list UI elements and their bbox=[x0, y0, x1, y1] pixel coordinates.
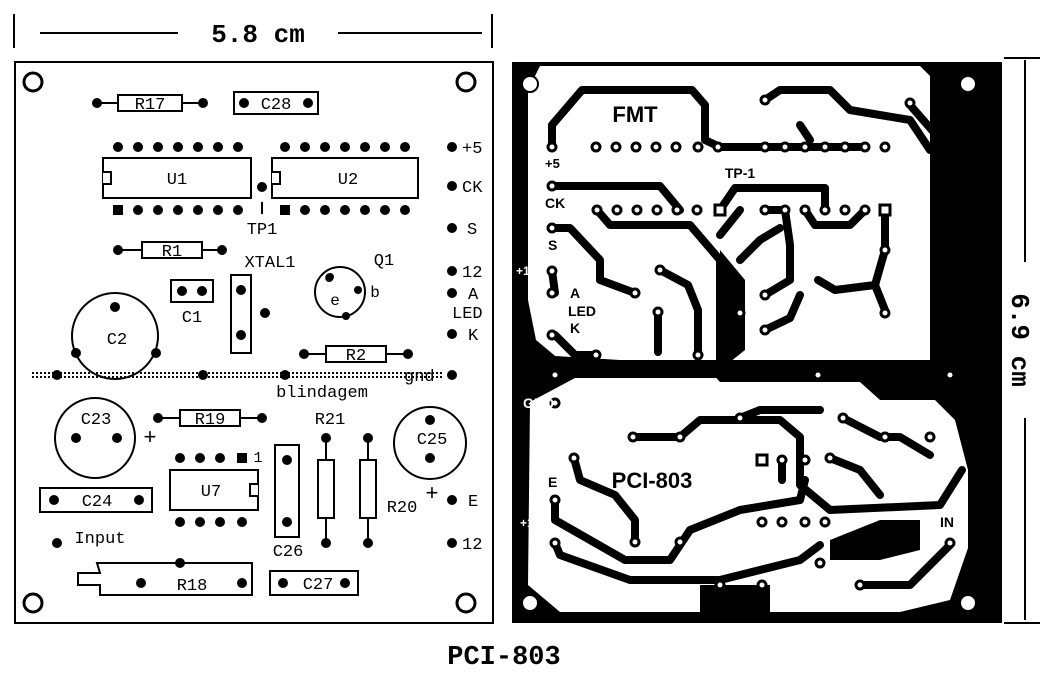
capacitor-c28: C28 bbox=[233, 91, 319, 115]
height-label: 6.9 cm bbox=[1004, 293, 1034, 387]
connector-pads: +5 CK S 12 A LED K gnd E 12 bbox=[404, 140, 483, 555]
svg-text:+5: +5 bbox=[462, 140, 482, 159]
mounting-hole bbox=[521, 75, 539, 93]
svg-text:CK: CK bbox=[545, 195, 565, 211]
svg-text:R1: R1 bbox=[162, 243, 182, 262]
svg-text:R18: R18 bbox=[177, 577, 208, 596]
mounting-hole bbox=[455, 592, 477, 614]
svg-text:U7: U7 bbox=[201, 483, 221, 502]
fmt-label: FMT bbox=[612, 102, 658, 127]
svg-text:c: c bbox=[324, 269, 334, 287]
svg-text:E: E bbox=[468, 493, 478, 512]
svg-text:S: S bbox=[467, 221, 477, 240]
resistor-r2: R2 bbox=[299, 345, 413, 366]
svg-text:12: 12 bbox=[462, 264, 482, 283]
resistor-r21: R21 bbox=[315, 411, 346, 548]
svg-text:b: b bbox=[370, 284, 380, 302]
mounting-hole bbox=[22, 71, 44, 93]
svg-text:IN: IN bbox=[940, 514, 954, 530]
copper-traces bbox=[548, 86, 966, 589]
svg-text:TP1: TP1 bbox=[247, 221, 278, 240]
tp-1-label: TP-1 bbox=[725, 165, 756, 181]
crystal-xtal1: XTAL1 bbox=[230, 254, 296, 354]
svg-text:A: A bbox=[468, 286, 479, 305]
svg-text:+: + bbox=[425, 482, 438, 507]
svg-text:R17: R17 bbox=[135, 96, 166, 115]
svg-text:C24: C24 bbox=[82, 493, 113, 512]
input-label: Input bbox=[74, 530, 125, 549]
svg-text:R19: R19 bbox=[195, 411, 226, 430]
height-dimension: 6.9 cm bbox=[1004, 57, 1040, 624]
capacitor-c25: C25 + bbox=[393, 406, 467, 507]
svg-text:K: K bbox=[468, 327, 479, 346]
copper-pads bbox=[546, 94, 956, 591]
ic-u2: U2 bbox=[271, 142, 419, 215]
svg-text:K: K bbox=[570, 320, 580, 336]
board-title: PCI-803 bbox=[447, 643, 560, 673]
svg-text:XTAL1: XTAL1 bbox=[244, 254, 295, 273]
svg-text:R20: R20 bbox=[387, 499, 418, 518]
svg-text:+12: +12 bbox=[520, 516, 541, 530]
potentiometer-r18: R18 bbox=[77, 558, 253, 596]
ic-u7: U7 1 bbox=[169, 450, 263, 527]
transistor-q1: c e b Q1 bbox=[314, 252, 394, 320]
capacitor-c26: C26 bbox=[273, 444, 304, 562]
copper-labels: FMT TP-1 PCI-803 +5 CK S +12 A LED K GND… bbox=[516, 102, 954, 530]
mounting-hole bbox=[959, 594, 977, 612]
resistor-r1: R1 bbox=[113, 241, 227, 262]
svg-text:C28: C28 bbox=[261, 96, 292, 115]
test-point-tp1: TP1 bbox=[247, 182, 278, 240]
svg-text:C2: C2 bbox=[107, 331, 127, 350]
mounting-hole bbox=[455, 71, 477, 93]
svg-text:C26: C26 bbox=[273, 543, 304, 562]
svg-text:C23: C23 bbox=[81, 411, 112, 430]
svg-text:LED: LED bbox=[568, 303, 596, 319]
capacitor-c24: C24 bbox=[39, 487, 153, 513]
svg-text:1: 1 bbox=[253, 450, 262, 467]
mounting-hole bbox=[959, 75, 977, 93]
svg-text:C25: C25 bbox=[417, 431, 448, 450]
shield-line: blindagem bbox=[32, 370, 457, 403]
mounting-hole bbox=[22, 592, 44, 614]
svg-text:+: + bbox=[143, 426, 156, 451]
capacitor-c27: C27 bbox=[269, 570, 359, 596]
width-label: 5.8 cm bbox=[211, 20, 305, 50]
resistor-r19: R19 bbox=[153, 409, 267, 430]
copper-side-board: FMT TP-1 PCI-803 +5 CK S +12 A LED K GND… bbox=[512, 62, 1002, 623]
pci-803-copper-label: PCI-803 bbox=[612, 468, 693, 493]
svg-text:+12: +12 bbox=[516, 264, 537, 278]
component-side-board: R17 C28 U1 U2 bbox=[14, 61, 494, 624]
svg-text:Q1: Q1 bbox=[374, 252, 394, 271]
svg-text:LED: LED bbox=[452, 305, 483, 324]
svg-text:R2: R2 bbox=[346, 347, 366, 366]
svg-text:+5: +5 bbox=[545, 156, 560, 171]
ic-u1: U1 bbox=[102, 142, 252, 215]
copper-fills bbox=[700, 140, 968, 612]
svg-text:U1: U1 bbox=[167, 171, 187, 190]
svg-text:R21: R21 bbox=[315, 411, 346, 430]
resistor-r20: R20 bbox=[359, 433, 418, 548]
svg-text:GND: GND bbox=[523, 395, 554, 411]
svg-text:E: E bbox=[548, 474, 557, 490]
svg-text:12: 12 bbox=[462, 536, 482, 555]
resistor-r17: R17 bbox=[92, 94, 208, 115]
svg-text:C27: C27 bbox=[303, 576, 334, 595]
svg-text:U2: U2 bbox=[338, 171, 358, 190]
capacitor-c2: C2 bbox=[71, 292, 161, 380]
capacitor-c1: C1 bbox=[170, 279, 214, 328]
svg-text:e: e bbox=[330, 292, 340, 310]
mounting-hole bbox=[521, 594, 539, 612]
svg-text:A: A bbox=[570, 285, 580, 301]
shield-label: blindagem bbox=[276, 384, 368, 403]
width-dimension: 5.8 cm bbox=[13, 14, 493, 50]
svg-text:gnd: gnd bbox=[404, 368, 435, 387]
input-connector: Input bbox=[52, 530, 126, 549]
svg-text:S: S bbox=[548, 237, 557, 253]
svg-text:C1: C1 bbox=[182, 309, 202, 328]
capacitor-c23: C23 + bbox=[54, 397, 157, 479]
svg-text:CK: CK bbox=[462, 179, 483, 198]
